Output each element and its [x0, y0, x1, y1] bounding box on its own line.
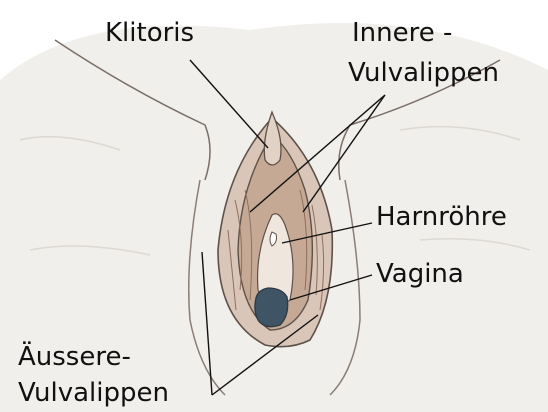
label-vagina: Vagina: [376, 259, 464, 289]
label-innere-line2: Vulvalippen: [348, 58, 499, 88]
label-klitoris: Klitoris: [105, 18, 194, 48]
label-aeussere-line1: Äussere-: [18, 342, 131, 372]
vaginal-opening: [255, 288, 288, 327]
label-harnroehre: Harnröhre: [376, 202, 507, 232]
label-aeussere-line2: Vulvalippen: [18, 378, 169, 408]
label-innere-line1: Innere -: [352, 18, 452, 48]
